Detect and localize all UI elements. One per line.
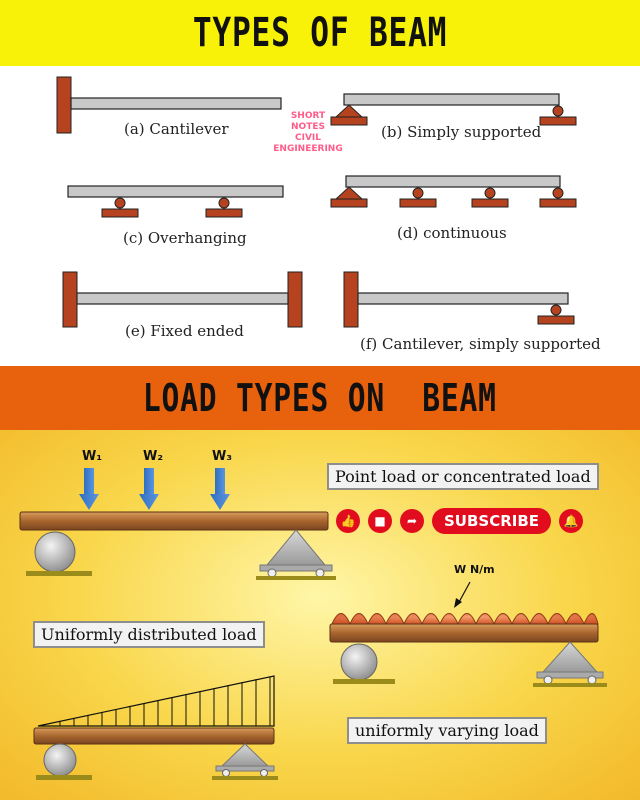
beam — [343, 93, 560, 106]
ground — [256, 576, 336, 580]
pin-support — [265, 529, 327, 566]
roller-support — [471, 187, 509, 208]
social-buttons: 👍 ■ ➦ SUBSCRIBE 🔔 — [336, 508, 584, 534]
continuous-beam: (d) continuous — [330, 175, 577, 242]
udl-beam: W N/m — [329, 563, 607, 687]
load-types-title: LOAD TYPES ON BEAM — [143, 376, 497, 420]
fixed-wall-right — [287, 271, 303, 328]
share-button[interactable]: ➦ — [400, 509, 424, 533]
load-arrow-w3 — [210, 468, 230, 510]
beam-types-svg: (a) Cantilever (b) Simply supported (c) … — [56, 76, 601, 353]
ground — [533, 683, 607, 687]
label-w2: W₂ — [143, 449, 163, 464]
caption-cantilever-simply-supported: (f) Cantilever, simply supported — [360, 335, 601, 353]
caption-simply-supported: (b) Simply supported — [381, 123, 542, 141]
wooden-beam — [329, 623, 599, 643]
caption-cantilever: (a) Cantilever — [124, 120, 229, 138]
roller-support — [399, 187, 437, 208]
caption-continuous: (d) continuous — [397, 224, 507, 242]
roller-support — [539, 105, 577, 126]
label-w3: W₃ — [212, 449, 232, 464]
fixed-wall-left — [62, 271, 78, 328]
fixed-ended-beam: (e) Fixed ended — [62, 271, 303, 340]
ground — [333, 679, 395, 684]
bell-icon: 🔔 — [563, 514, 579, 528]
ground — [26, 571, 92, 576]
beam — [70, 97, 282, 110]
roller-support — [539, 187, 577, 208]
uvl-beam — [33, 675, 278, 780]
roller-ball — [34, 531, 76, 573]
load-arrow-w1 — [79, 468, 99, 510]
roller-support — [101, 197, 139, 218]
beam — [76, 292, 289, 305]
comment-icon: ■ — [374, 514, 386, 528]
udl-label: Uniformly distributed load — [33, 621, 265, 648]
point-load-beam: W₁ W₂ W₃ — [19, 449, 336, 580]
pin-support — [541, 641, 599, 673]
share-icon: ➦ — [406, 514, 418, 528]
roller-support — [537, 304, 575, 325]
subscribe-button[interactable]: SUBSCRIBE — [432, 508, 552, 534]
uvl-label: uniformly varying load — [347, 717, 547, 744]
wooden-beam — [33, 727, 275, 745]
types-of-beam-title: TYPES OF BEAM — [192, 10, 448, 56]
roller-ball — [340, 643, 378, 681]
load-types-svg: W₁ W₂ W₃ W N/m — [19, 449, 607, 780]
ground — [36, 775, 92, 780]
notification-bell-button[interactable]: 🔔 — [559, 509, 584, 533]
fixed-wall — [343, 271, 359, 328]
overhanging-beam: (c) Overhanging — [67, 185, 284, 247]
propped-cantilever-beam: (f) Cantilever, simply supported — [343, 271, 601, 353]
ground — [212, 776, 278, 780]
caption-fixed-ended: (e) Fixed ended — [125, 322, 244, 340]
load-types-header: LOAD TYPES ON BEAM — [0, 366, 640, 430]
beam — [345, 175, 561, 188]
watermark: SHORT NOTES CIVIL ENGINEERING — [273, 111, 343, 154]
label-w-per-m: W N/m — [454, 563, 495, 576]
cantilever-beam: (a) Cantilever — [56, 76, 282, 138]
thumbs-up-icon: 👍 — [340, 514, 356, 528]
types-of-beam-header: TYPES OF BEAM — [0, 0, 640, 66]
pin-support — [330, 186, 368, 208]
beam — [357, 292, 569, 305]
varying-load-arrows — [59, 677, 271, 726]
load-arrow-w2 — [139, 468, 159, 510]
like-button[interactable]: 👍 — [336, 509, 360, 533]
caption-overhanging: (c) Overhanging — [123, 229, 247, 247]
distributed-load-bulges — [331, 613, 599, 626]
roller-support — [205, 197, 243, 218]
beam-types-diagram: (a) Cantilever (b) Simply supported (c) … — [0, 66, 640, 366]
label-w1: W₁ — [82, 449, 102, 464]
comment-button[interactable]: ■ — [368, 509, 392, 533]
beam — [67, 185, 284, 198]
pin-support — [220, 743, 270, 767]
varying-load-envelope — [37, 675, 275, 727]
fixed-wall — [56, 76, 72, 134]
roller-ball — [43, 743, 77, 777]
simply-supported-beam: (b) Simply supported — [330, 93, 577, 141]
wooden-beam — [19, 511, 329, 531]
point-load-label: Point load or concentrated load — [327, 463, 599, 490]
